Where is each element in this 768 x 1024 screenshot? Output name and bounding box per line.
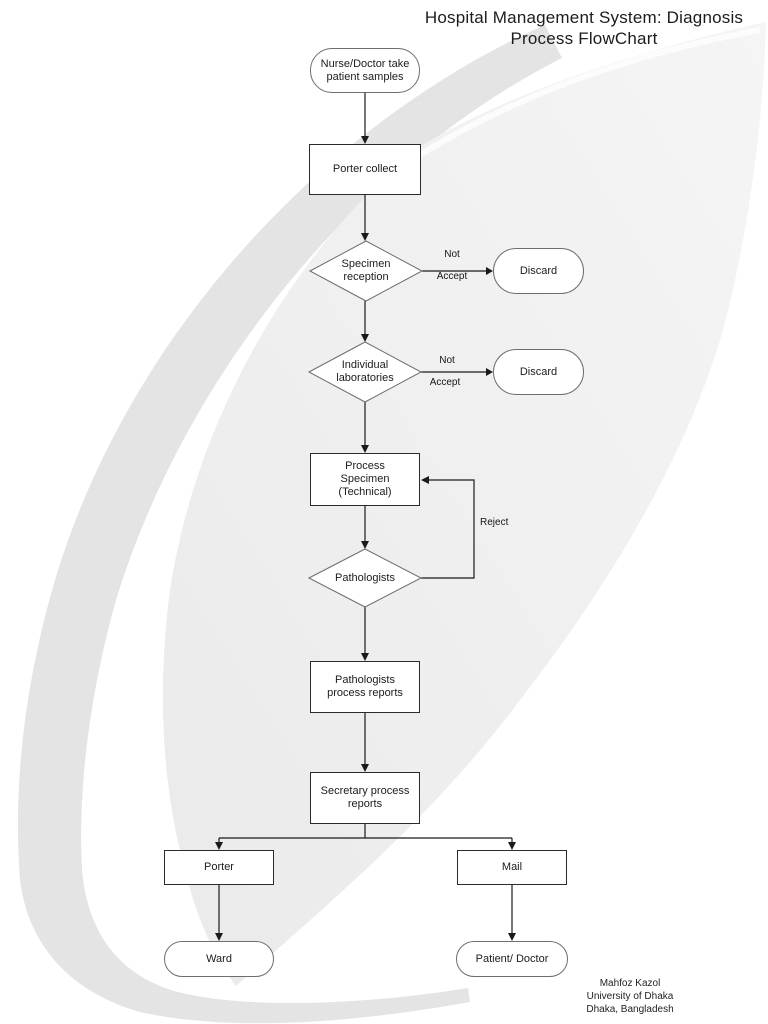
page-title-line1: Hospital Management System: Diagnosis <box>424 8 744 27</box>
author-credit: Mahfoz Kazol University of Dhaka Dhaka, … <box>555 977 705 1016</box>
specimen-reception-decision: Specimen reception <box>331 245 401 297</box>
swoosh-accent-arc <box>413 27 761 161</box>
ward-node: Ward <box>164 941 274 977</box>
pathologists-decision: Pathologists <box>315 565 415 591</box>
patient-doctor-node: Patient/ Doctor <box>456 941 568 977</box>
secretary-reports-node: Secretary process reports <box>310 772 420 824</box>
flow-lines <box>218 93 513 934</box>
mail-label: Mail <box>501 861 523 873</box>
author-location: Dhaka, Bangladesh <box>586 1004 674 1015</box>
edge-label-reject: Reject <box>480 517 509 528</box>
individual-laboratories-decision: Individual laboratories <box>325 346 405 398</box>
mail-node: Mail <box>457 850 567 885</box>
specimen-reception-label: Specimen reception <box>341 258 391 283</box>
page-title: Hospital Management System: Diagnosis Pr… <box>399 7 768 49</box>
pathologists-diamond <box>307 548 423 608</box>
porter-label: Porter <box>204 861 234 873</box>
individual-laboratories-label: Individual laboratories <box>336 359 394 384</box>
edge-label-accept-2: Accept <box>429 377 461 388</box>
page-title-line2: Process FlowChart <box>510 29 658 48</box>
individual-laboratories-diamond <box>307 341 423 403</box>
swoosh-leaf <box>162 22 767 986</box>
porter-collect-label: Porter collect <box>332 163 398 175</box>
process-specimen-label: Process Specimen (Technical) <box>338 460 392 498</box>
secretary-reports-label: Secretary process reports <box>320 785 410 810</box>
process-specimen-node: Process Specimen (Technical) <box>310 453 420 506</box>
discard-2-label: Discard <box>519 365 558 378</box>
swoosh-outer-band <box>17 25 563 1024</box>
discard-1-label: Discard <box>519 264 558 277</box>
discard-node-2: Discard <box>493 349 584 395</box>
pathologists-reports-label: Pathologists process reports <box>327 674 403 699</box>
author-institution: University of Dhaka <box>586 991 674 1002</box>
specimen-reception-diamond <box>308 240 424 302</box>
porter-collect-node: Porter collect <box>309 144 421 195</box>
pathologists-label: Pathologists <box>335 571 395 584</box>
edge-label-not-2: Not <box>439 355 455 366</box>
edge-label-not-1: Not <box>444 249 460 260</box>
pathologists-reports-node: Pathologists process reports <box>310 661 420 713</box>
author-name: Mahfoz Kazol <box>599 978 661 989</box>
start-node-label: Nurse/Doctor take patient samples <box>320 57 410 83</box>
start-node: Nurse/Doctor take patient samples <box>310 48 420 93</box>
edge-label-accept-1: Accept <box>436 271 468 282</box>
decision-diamonds <box>307 240 424 608</box>
arrow-heads <box>215 136 516 941</box>
ward-label: Ward <box>206 952 232 965</box>
discard-node-1: Discard <box>493 248 584 294</box>
patient-doctor-label: Patient/ Doctor <box>475 952 549 965</box>
porter-node: Porter <box>164 850 274 885</box>
